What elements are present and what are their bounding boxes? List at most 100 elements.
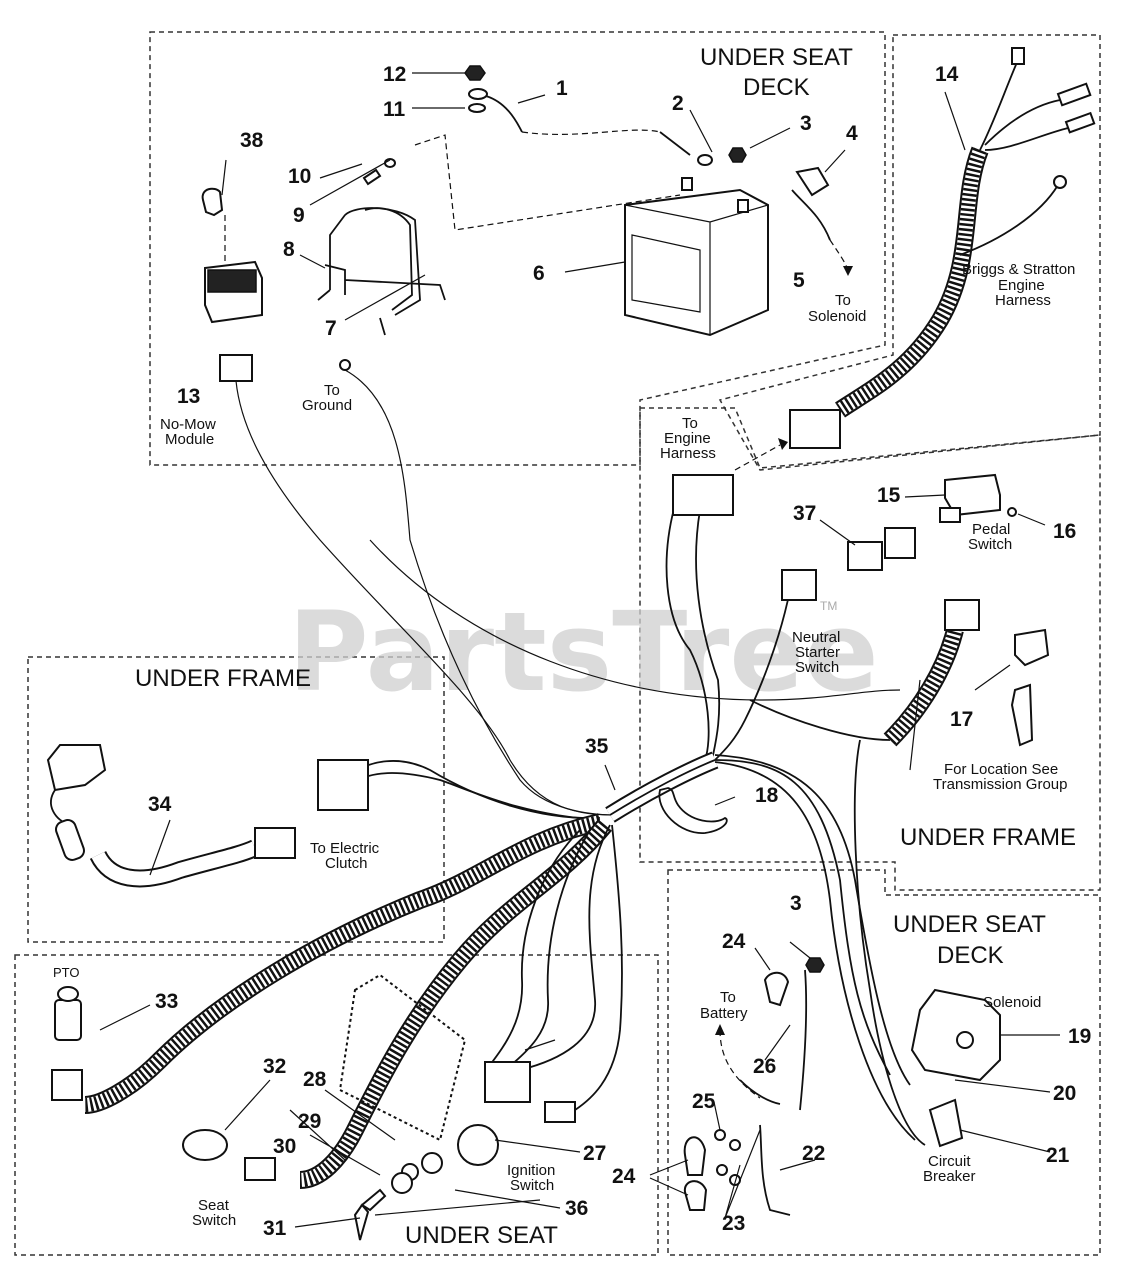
- holddown-bracket-7: [317, 207, 421, 316]
- spring-16: [1007, 507, 1017, 517]
- callout-7: 7: [325, 317, 337, 340]
- bolt-to-battery-path: [414, 134, 681, 231]
- to-battery-arrowhead: [715, 1024, 725, 1035]
- box-under-frame-right: [639, 407, 1101, 891]
- callout-20: 20: [1053, 1082, 1076, 1105]
- callout-16: 16: [1053, 520, 1076, 543]
- ignition-key-31: [353, 1188, 387, 1241]
- clutch-connector-plug: [254, 827, 296, 859]
- label-pto: PTO: [53, 965, 80, 980]
- label-no-mow-2: Module: [165, 431, 214, 448]
- battery-cable-dashed: [521, 129, 661, 135]
- callout-23: 23: [722, 1212, 745, 1235]
- cable-26: [799, 969, 808, 1111]
- label-circuit-breaker-1: Circuit: [928, 1153, 971, 1170]
- washer-2: [697, 154, 713, 166]
- cable-ring-1: [468, 88, 488, 100]
- ignition-washer-29: [421, 1152, 443, 1174]
- pto-switch-knob: [57, 986, 79, 1002]
- battery-post-neg: [681, 177, 693, 191]
- engine-harness-loom-14: [836, 147, 987, 416]
- callout-10: 10: [288, 165, 311, 188]
- callout-38: 38: [240, 129, 264, 152]
- switch-37-cap: [884, 527, 916, 559]
- pto-harness-connector: [51, 1069, 83, 1101]
- clutch-connector-top: [46, 744, 107, 792]
- pedal-side-connector: [944, 599, 980, 631]
- callout-26: 26: [753, 1055, 776, 1078]
- label-ignition-1: Ignition: [507, 1162, 555, 1179]
- no-mow-connector: [219, 354, 253, 382]
- header-under-frame-right: UNDER FRAME: [900, 824, 1076, 851]
- callout-29: 29: [298, 1110, 321, 1133]
- callout-21: 21: [1046, 1144, 1070, 1167]
- wire-to-breaker: [714, 761, 916, 1141]
- pedal-switch-plunger: [939, 507, 961, 523]
- washer-25b: [729, 1139, 741, 1151]
- label-circuit-breaker-2: Breaker: [923, 1168, 976, 1185]
- ignition-switch-27: [457, 1124, 499, 1166]
- wire-to-breaker-2: [853, 739, 926, 1146]
- seat-switch-plug: [244, 1157, 276, 1181]
- label-for-location-2: Transmission Group: [933, 776, 1068, 793]
- label-to-engine-1: To: [682, 415, 698, 432]
- label-pedal-switch-2: Switch: [968, 536, 1012, 553]
- washer-23a: [716, 1164, 728, 1176]
- callout-17: 17: [950, 708, 973, 731]
- seat-switch-32: [182, 1129, 228, 1161]
- wire-to-ignition-1: [519, 824, 611, 1071]
- clamp-18: [658, 787, 728, 834]
- callout-25: 25: [692, 1090, 716, 1113]
- label-to-electric-clutch-2: Clutch: [325, 855, 368, 872]
- ignition-harness-connector: [484, 1061, 531, 1103]
- engine-wire-b: [984, 99, 1061, 146]
- loom-pto: [84, 815, 602, 1112]
- wire-to-solenoid-1: [714, 759, 891, 1076]
- engine-ring-terminal: [1053, 175, 1067, 189]
- engine-terminal-top: [1011, 47, 1025, 65]
- terminal-boot-4: [795, 166, 830, 197]
- callout-14: 14: [935, 63, 959, 86]
- callout-11: 11: [383, 98, 406, 121]
- wire-pedal-branch: [749, 699, 891, 741]
- wire-engine-harness-branch: [665, 504, 710, 761]
- callout-9: 9: [293, 204, 305, 227]
- callout-18: 18: [755, 784, 779, 807]
- boot-24-top: [763, 971, 790, 1007]
- callout-22: 22: [802, 1142, 825, 1165]
- callout-13: 13: [177, 385, 200, 408]
- to-solenoid-arrow: [829, 239, 849, 271]
- nut-3-top: [728, 147, 747, 163]
- wire-no-mow-to-junction: [235, 380, 616, 816]
- to-engine-arrowhead: [778, 438, 788, 450]
- boot-24-a: [683, 1136, 707, 1176]
- engine-connector-plug: [789, 409, 841, 449]
- box-under-seat-deck-top: [149, 31, 886, 466]
- callout-34: 34: [148, 793, 172, 816]
- box-engine-harness-top-right: [718, 34, 1101, 471]
- wire-ground-to-junction: [344, 369, 616, 816]
- watermark: PartsTree: [288, 588, 879, 716]
- callout-31: 31: [263, 1217, 287, 1240]
- battery-label-rect: [631, 234, 701, 313]
- callout-6: 6: [533, 262, 545, 285]
- label-to-battery-1: To: [720, 989, 736, 1006]
- engine-bullet-2: [1064, 111, 1096, 134]
- wire-main-to-right: [369, 539, 901, 701]
- callout-24-top: 24: [722, 930, 746, 953]
- header-under-seat-deck-bottom-1: UNDER SEAT: [893, 911, 1046, 938]
- engine-bullet-1: [1056, 82, 1092, 107]
- label-briggs-1: Briggs & Stratton: [962, 261, 1075, 278]
- no-mow-module-face: [207, 269, 257, 293]
- header-under-seat: UNDER SEAT: [405, 1222, 558, 1249]
- label-neutral-3: Switch: [795, 659, 839, 676]
- header-under-seat-deck-top-1: UNDER SEAT: [700, 44, 853, 71]
- label-to-solenoid-2: Solenoid: [808, 308, 866, 325]
- neutral-switch-connector: [781, 569, 817, 601]
- label-seat-switch-1: Seat: [198, 1197, 230, 1214]
- callout-5: 5: [793, 269, 805, 292]
- loom-17: [885, 628, 962, 745]
- pedal-switch-15: [944, 473, 1001, 517]
- callout-24-bottom: 24: [612, 1165, 636, 1188]
